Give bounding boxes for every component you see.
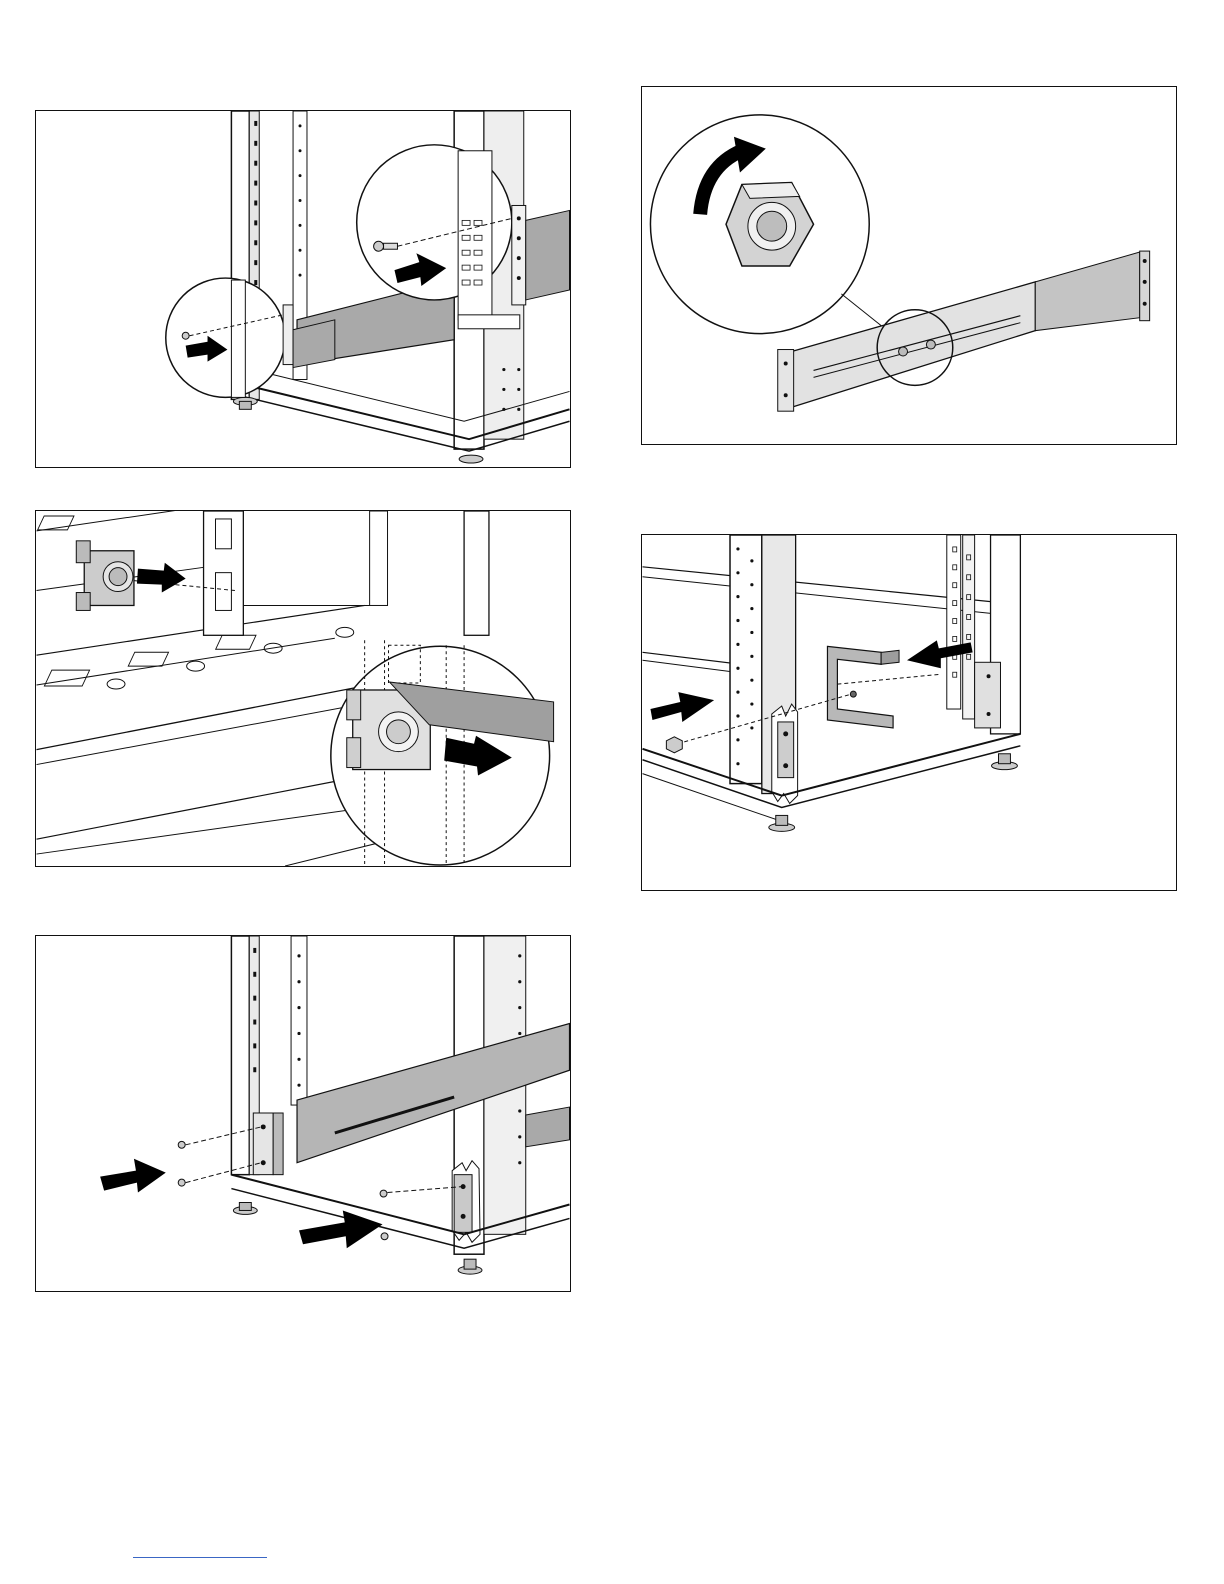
rail-mount-illustration xyxy=(36,936,570,1291)
rail-screw-illustration xyxy=(36,111,570,467)
bracket-install-illustration xyxy=(642,535,1176,890)
figure-rail-screw-install xyxy=(35,110,571,468)
cage-nut-illustration xyxy=(36,511,570,866)
figure-bracket-install xyxy=(641,534,1177,891)
figure-rail-mount-to-rack xyxy=(35,935,571,1292)
figure-rail-nut-tighten xyxy=(641,86,1177,445)
footer-link-rule xyxy=(133,1557,267,1558)
cage-nut xyxy=(76,541,134,611)
figure-cage-nut-removal xyxy=(35,510,571,867)
rail-nut-illustration xyxy=(642,87,1176,444)
